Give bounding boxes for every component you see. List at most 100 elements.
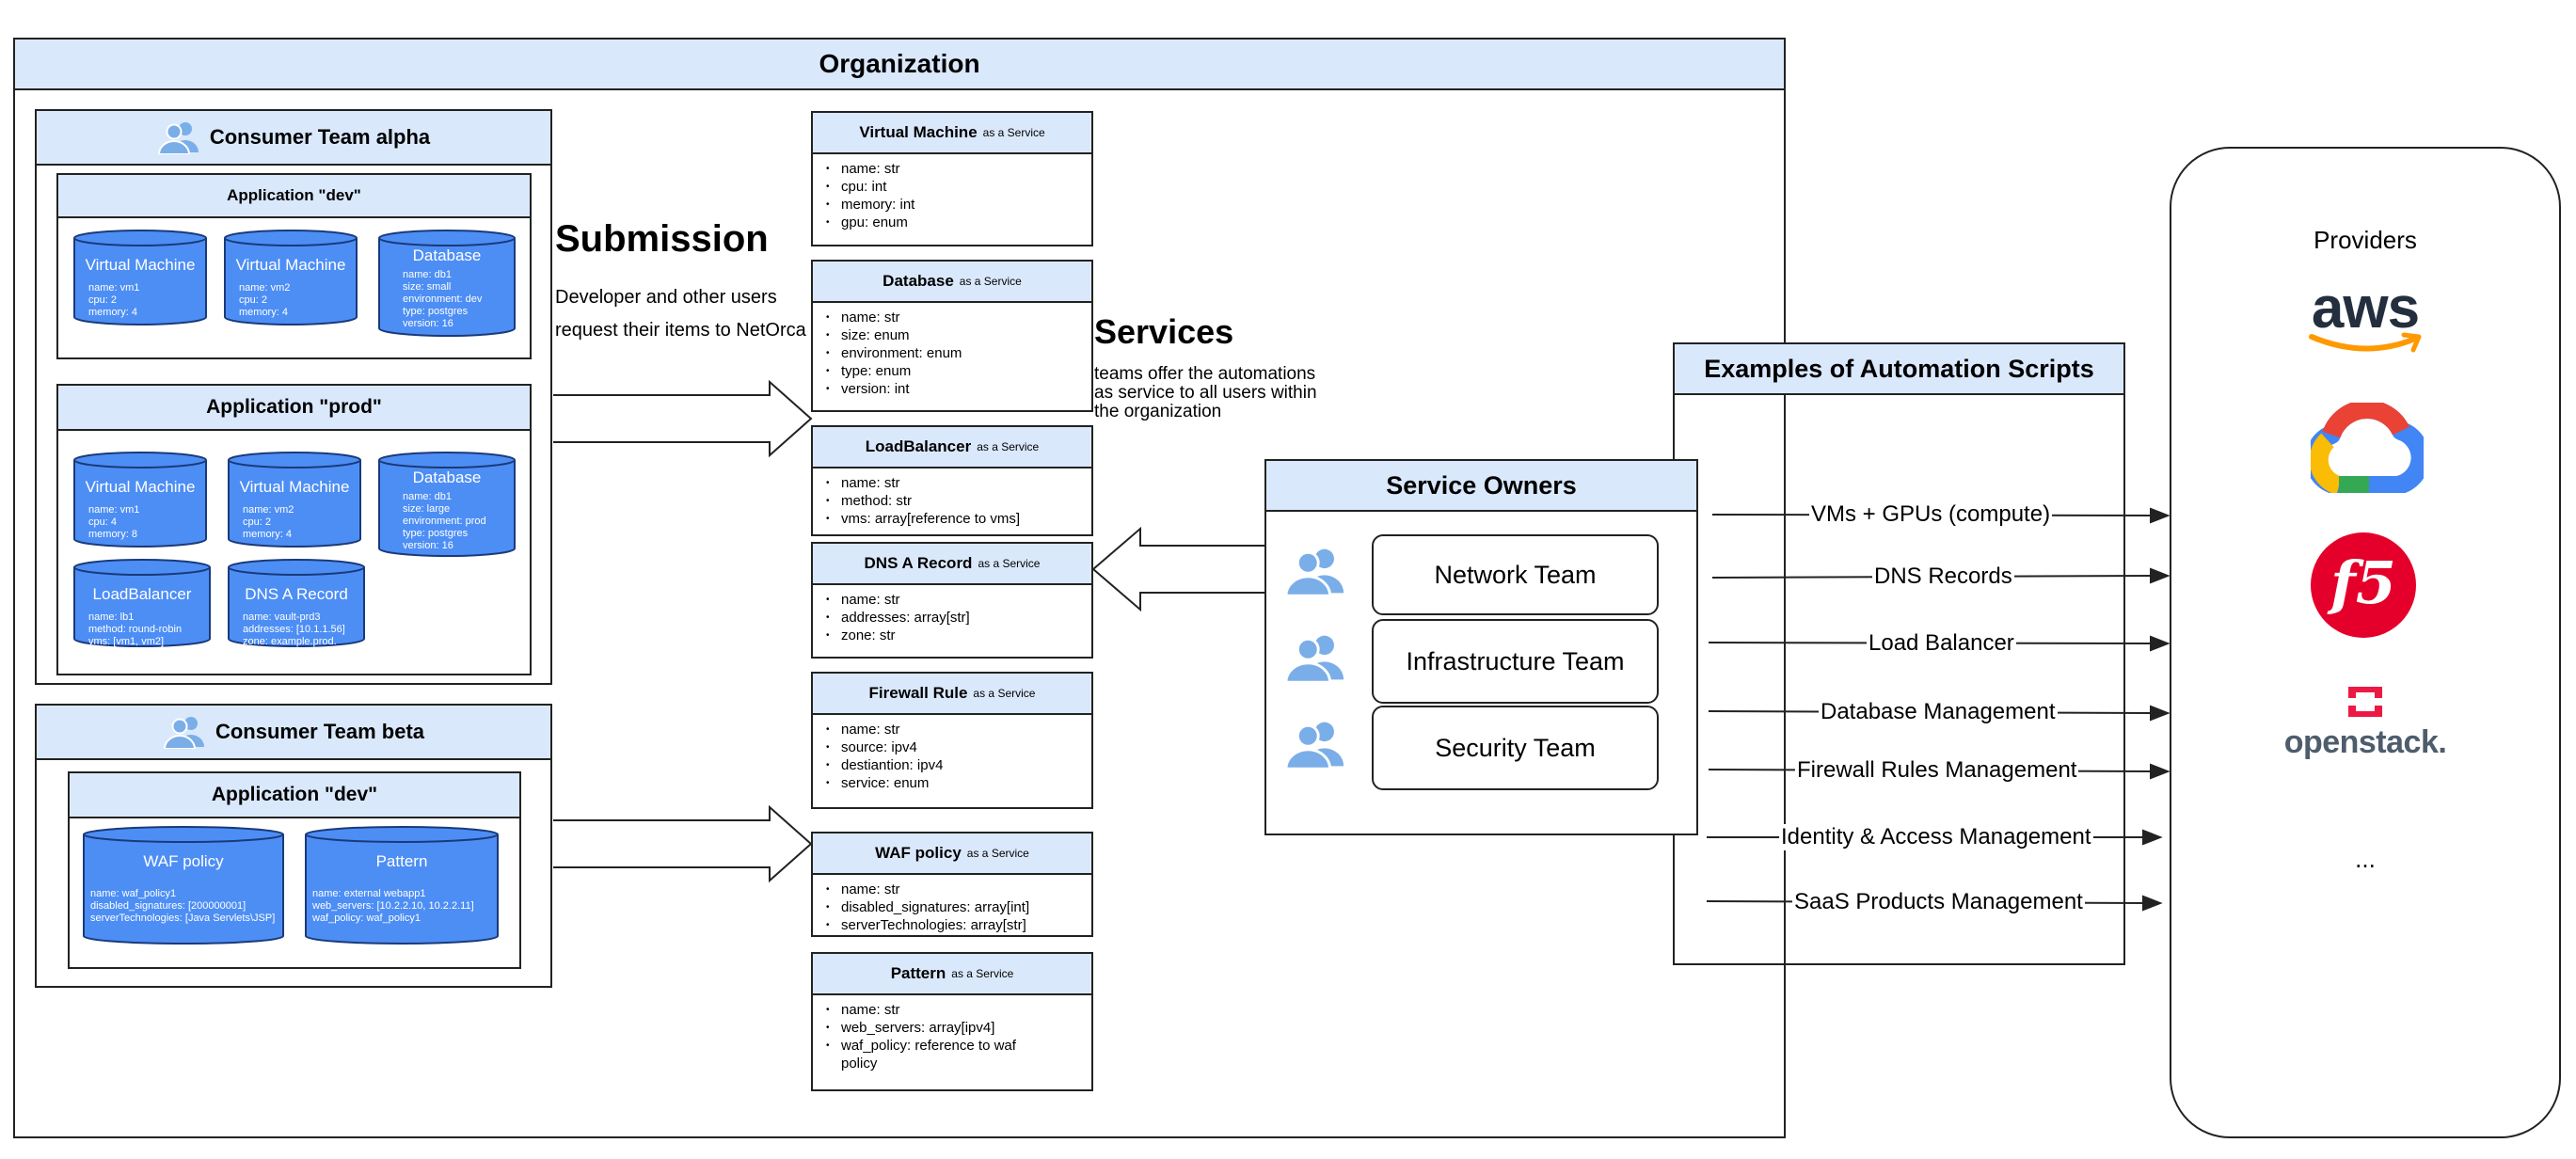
service-owners-title: Service Owners	[1386, 470, 1577, 500]
service-suffix: as a Service	[966, 847, 1029, 860]
services-text-line3: the organization	[1094, 402, 1222, 421]
resource-detail-line: name: vm1	[88, 282, 140, 294]
service-name: Pattern	[890, 964, 946, 982]
consumer-team-beta-header: Consumer Team beta	[37, 706, 550, 760]
resource-detail-line: memory: 4	[88, 307, 137, 318]
service-field: gpu: enum	[826, 214, 1091, 231]
resource-detail-line: name: vm2	[239, 282, 291, 294]
service-name: LoadBalancer	[865, 437, 972, 455]
cylinder-shape	[228, 452, 361, 548]
resource-title: Database	[412, 246, 482, 264]
service-owners-arrow	[1091, 526, 1264, 612]
service-field: policy	[841, 1056, 878, 1072]
automation-item: Database Management	[1819, 699, 2058, 725]
service-field: web_servers: array[ipv4]	[826, 1019, 1091, 1037]
resource-title: Virtual Machine	[85, 256, 196, 274]
resource-detail-line: waf_policy: waf_policy1	[312, 913, 421, 924]
resource-title: WAF policy	[143, 852, 224, 870]
submission-arrow	[553, 804, 813, 883]
consumer-team-alpha-title: Consumer Team alpha	[209, 125, 431, 149]
resource-detail-line: memory: 4	[239, 307, 288, 318]
google-cloud-logo	[2305, 400, 2430, 498]
service-suffix: as a Service	[978, 557, 1041, 570]
resource-detail-line: cpu: 2	[88, 294, 117, 306]
service-name: Database	[883, 272, 954, 290]
resource-detail-line: version: 16	[403, 540, 453, 551]
service-field: addresses: array[str]	[826, 609, 1091, 627]
aws-logo: aws	[2171, 276, 2559, 354]
service-field: zone: str	[826, 627, 1091, 644]
service-field: destiantion: ipv4	[826, 756, 1091, 774]
resource-detail-line: name: lb1	[88, 611, 135, 623]
users-icon	[157, 120, 202, 155]
services-title: Services	[1094, 312, 1234, 351]
users-icon	[1283, 630, 1349, 690]
cylinder-shape	[305, 826, 499, 945]
aws-logo-text: aws	[2311, 276, 2420, 341]
submission-label: Submission Developer and other users req…	[555, 218, 837, 341]
alpha-app-prod-title: Application "prod"	[206, 396, 382, 418]
resource-detail-line: memory: 8	[88, 529, 137, 540]
team-security: Security Team	[1372, 706, 1659, 790]
providers-title: Providers	[2314, 226, 2417, 254]
service-field: name: str	[826, 881, 1091, 898]
service-name: Firewall Rule	[868, 684, 968, 702]
cylinder-shape	[83, 826, 284, 945]
automation-item: DNS Records	[1872, 564, 2014, 590]
resource-detail-line: disabled_signatures: [200000001]	[90, 900, 246, 912]
organization-header: Organization	[15, 40, 1784, 90]
cylinder-shape	[378, 230, 516, 337]
alpha-app-prod-header: Application "prod"	[58, 386, 530, 431]
submission-title: Submission	[555, 218, 769, 260]
resource-title: Database	[412, 468, 482, 486]
resource-detail-line: name: db1	[403, 491, 452, 502]
service-suffix: as a Service	[982, 126, 1045, 139]
services-label: Services teams offer the automations as …	[1094, 312, 1376, 421]
organization-title: Organization	[819, 49, 980, 78]
users-icon	[1283, 717, 1349, 776]
submission-arrow	[553, 379, 813, 458]
service-fields: name: strsource: ipv4destiantion: ipv4se…	[813, 721, 1091, 792]
f5-logo: f5	[2311, 532, 2416, 638]
automation-item: VMs + GPUs (compute)	[1809, 501, 2053, 528]
service-field: size: enum	[826, 326, 1091, 344]
service-header: Firewall Rule as a Service	[813, 674, 1091, 715]
cylinder-shape	[73, 559, 211, 647]
service-fields: name: strdisabled_signatures: array[int]…	[813, 881, 1091, 934]
resource-detail-line: zone: example.prod.	[243, 636, 337, 647]
resource-title: Virtual Machine	[85, 478, 196, 496]
resource-detail-line: serverTechnologies: [Java Servlets\JSP]	[90, 913, 276, 924]
service-field: version: int	[826, 380, 1091, 398]
service-suffix: as a Service	[973, 687, 1036, 700]
service-field: service: enum	[826, 774, 1091, 792]
service-field: type: enum	[826, 362, 1091, 380]
service-field: source: ipv4	[826, 738, 1091, 756]
service-fields: name: strweb_servers: array[ipv4]waf_pol…	[813, 1001, 1091, 1072]
resource-detail-line: vms: [vm1, vm2]	[88, 636, 165, 647]
services-text-line2: as service to all users within	[1094, 383, 1317, 403]
resource-detail-line: environment: dev	[403, 294, 483, 305]
submission-text-line1: Developer and other users	[555, 287, 777, 308]
consumer-team-beta-title: Consumer Team beta	[215, 720, 425, 743]
alpha-app-dev-header: Application "dev"	[58, 175, 530, 218]
cylinder-shape	[224, 230, 358, 325]
cylinder-shape	[73, 230, 207, 325]
resource-detail-line: cpu: 2	[243, 516, 271, 528]
automation-item: Firewall Rules Management	[1795, 757, 2079, 784]
